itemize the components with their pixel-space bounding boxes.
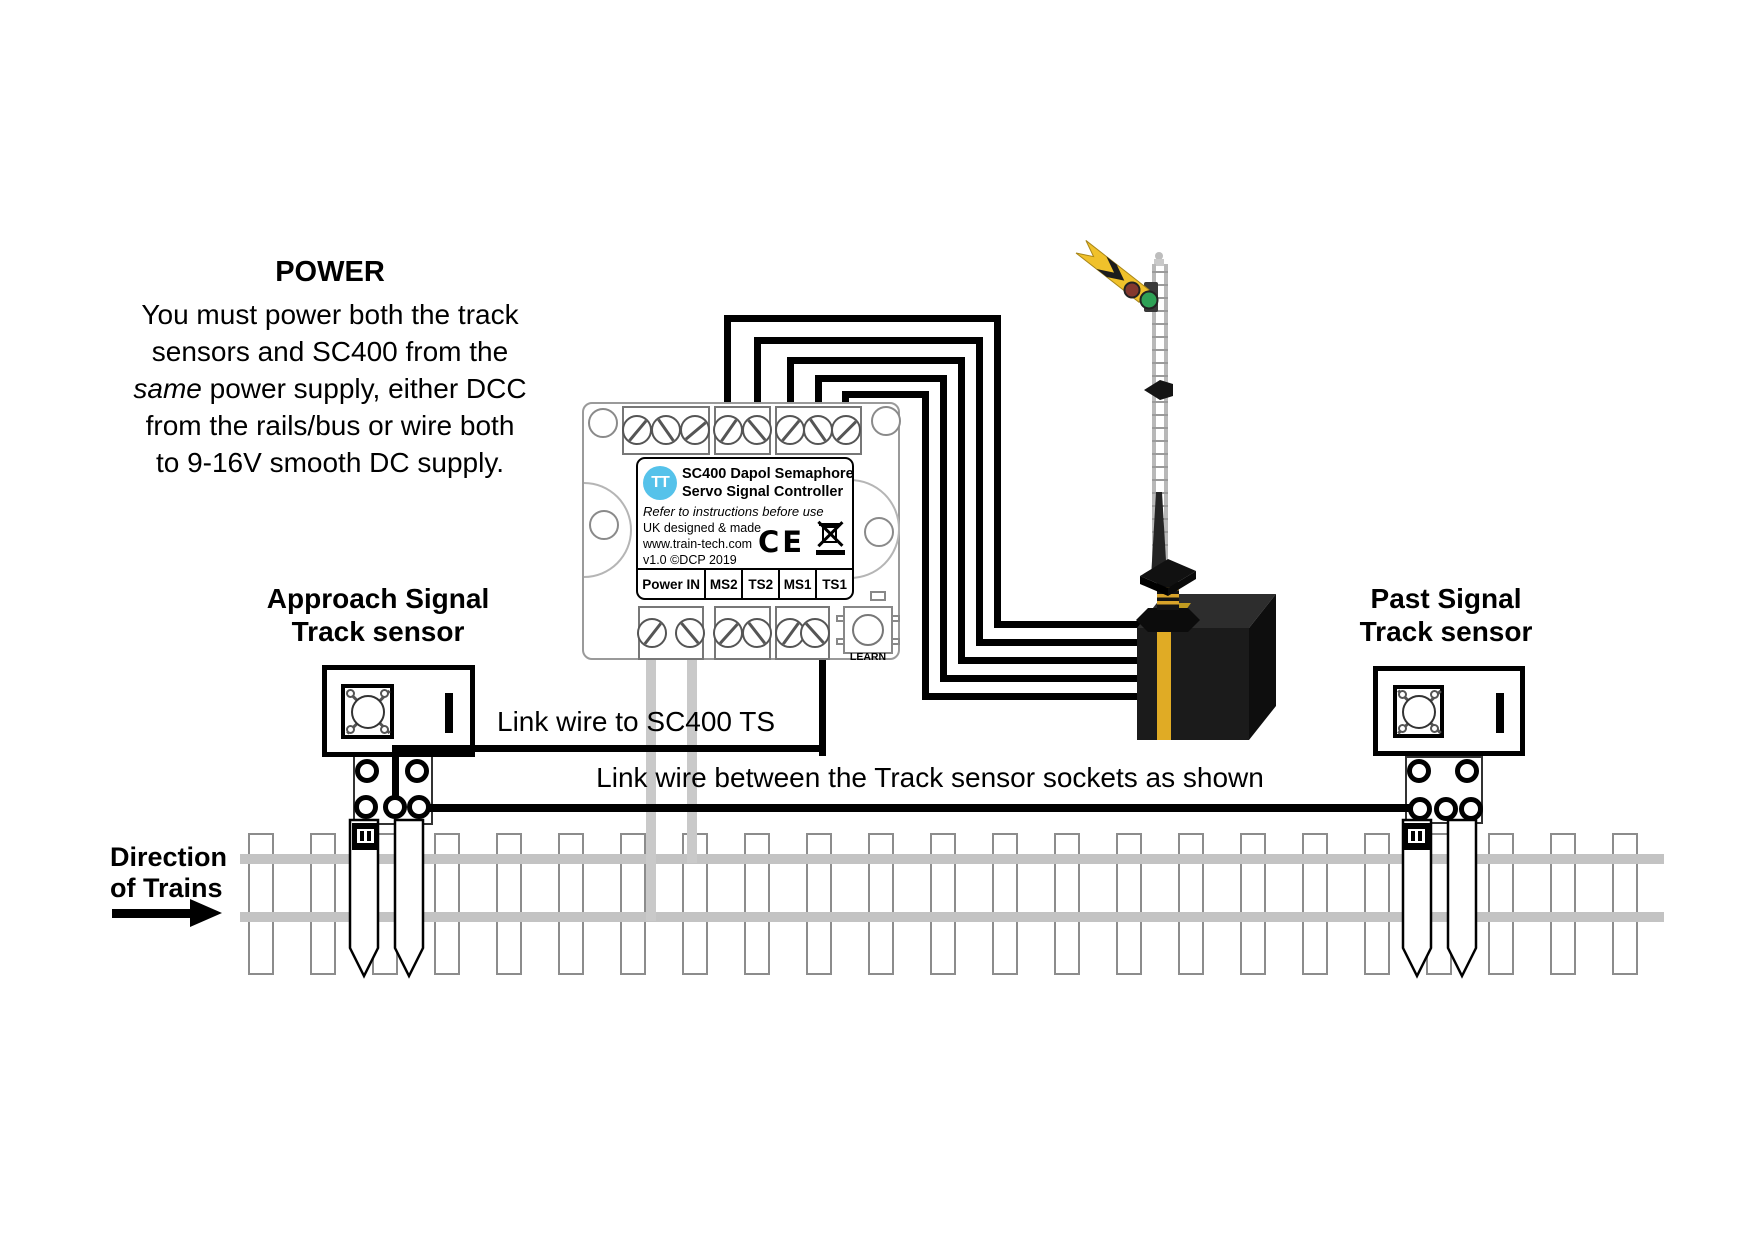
sensor-socket — [383, 795, 407, 819]
terminal-label-ts2: TS2 — [741, 570, 778, 598]
sc400-label: TT SC400 Dapol Semaphore Servo Signal Co… — [636, 457, 854, 600]
sensor-socket — [405, 759, 429, 783]
semaphore-signal — [1060, 230, 1300, 760]
sensor-socket — [355, 759, 379, 783]
past-sensor-head — [1403, 823, 1430, 850]
past-track-sensor — [1373, 666, 1525, 756]
terminal-label-ms1: MS1 — [778, 570, 815, 598]
link-ts-label: Link wire to SC400 TS — [497, 706, 775, 738]
learn-button-knob — [852, 614, 884, 646]
ce-mark: CE — [758, 525, 805, 559]
screw-terminal — [742, 618, 772, 648]
terminal-label-ms2: MS2 — [704, 570, 741, 598]
terminal-label-powerin: Power IN — [638, 570, 704, 598]
sensor-socket — [407, 795, 431, 819]
approach-sensor-switch-icon — [341, 684, 394, 739]
module-instruction: Refer to instructions before use — [643, 504, 824, 519]
past-sensor-switch-icon — [1393, 685, 1444, 738]
wire-segment — [724, 315, 731, 416]
module-title-2: Servo Signal Controller — [682, 484, 843, 500]
screw-terminal — [713, 618, 743, 648]
learn-button — [843, 606, 893, 654]
sensor-socket — [1434, 797, 1458, 821]
mount-hole — [864, 517, 894, 547]
sensor-socket — [1408, 797, 1432, 821]
wire-segment — [687, 650, 697, 863]
mount-hole — [871, 406, 901, 436]
past-sensor-led-bar — [1496, 693, 1504, 733]
screw-terminal — [637, 618, 667, 648]
direction-label: Direction of Trains — [110, 842, 227, 904]
module-version: v1.0 ©DCP 2019 — [643, 553, 737, 567]
link-between-label: Link wire between the Track sensor socke… — [555, 762, 1305, 794]
power-note-title: POWER — [105, 256, 555, 289]
wire-segment — [819, 652, 826, 756]
mount-hole — [588, 408, 618, 438]
power-note: POWER You must power both the track sens… — [105, 256, 555, 481]
power-note-line: sensors and SC400 from the — [105, 333, 555, 370]
wire-segment — [392, 745, 826, 752]
wire-segment — [754, 337, 983, 344]
base-yellow-stripe — [1157, 628, 1171, 740]
module-origin: UK designed & made — [643, 521, 761, 535]
screw-terminal — [800, 618, 830, 648]
module-website: www.train-tech.com — [643, 537, 752, 551]
signal-counterweight — [1144, 380, 1173, 400]
base-hex-nut — [1136, 608, 1200, 632]
wire-segment — [842, 391, 929, 398]
sensor-socket — [354, 795, 378, 819]
power-note-line: to 9-16V smooth DC supply. — [105, 444, 555, 481]
sensor-socket — [1407, 759, 1431, 783]
status-led — [870, 591, 886, 601]
approach-sensor-led-bar — [445, 693, 453, 733]
screw-terminal — [680, 415, 710, 445]
lens-red — [1125, 283, 1140, 298]
wire-segment — [787, 357, 965, 364]
lens-green — [1141, 292, 1158, 309]
signal-finial — [1155, 252, 1163, 260]
screw-terminal — [803, 415, 833, 445]
terminal-label-ts1: TS1 — [815, 570, 852, 598]
module-title-1: SC400 Dapol Semaphore — [682, 466, 854, 482]
wire-segment — [976, 337, 983, 646]
wire-segment — [412, 804, 1428, 812]
screw-terminal — [775, 415, 805, 445]
weee-bin-icon — [816, 521, 846, 557]
power-note-line: same power supply, either DCC — [105, 370, 555, 407]
wire-segment — [994, 315, 1001, 628]
approach-sensor-label: Approach Signal Track sensor — [258, 582, 498, 648]
sensor-socket — [1455, 759, 1479, 783]
approach-sensor-head — [352, 823, 379, 850]
power-note-line: from the rails/bus or wire both — [105, 407, 555, 444]
screw-terminal — [742, 415, 772, 445]
power-note-line: You must power both the track — [105, 296, 555, 333]
screw-terminal — [675, 618, 705, 648]
learn-button-label: LEARN — [840, 651, 896, 663]
screw-terminal — [713, 415, 743, 445]
approach-track-sensor — [322, 665, 475, 757]
screw-terminal — [651, 415, 681, 445]
wire-segment — [940, 375, 947, 682]
past-stake-right — [1448, 820, 1476, 976]
wire-segment — [958, 357, 965, 664]
wire-segment — [815, 375, 947, 382]
approach-stake-right — [395, 820, 423, 976]
mount-hole — [589, 510, 619, 540]
wire-segment — [724, 315, 1001, 322]
train-tech-logo-icon: TT — [643, 466, 677, 500]
sensor-socket — [1459, 797, 1483, 821]
wire-segment — [922, 391, 929, 700]
terminal-label-row: Power IN MS2 TS2 MS1 TS1 — [638, 568, 852, 598]
screw-terminal — [831, 415, 861, 445]
signal-base-front — [1137, 628, 1249, 740]
screw-terminal — [622, 415, 652, 445]
past-sensor-label: Past Signal Track sensor — [1326, 582, 1566, 648]
